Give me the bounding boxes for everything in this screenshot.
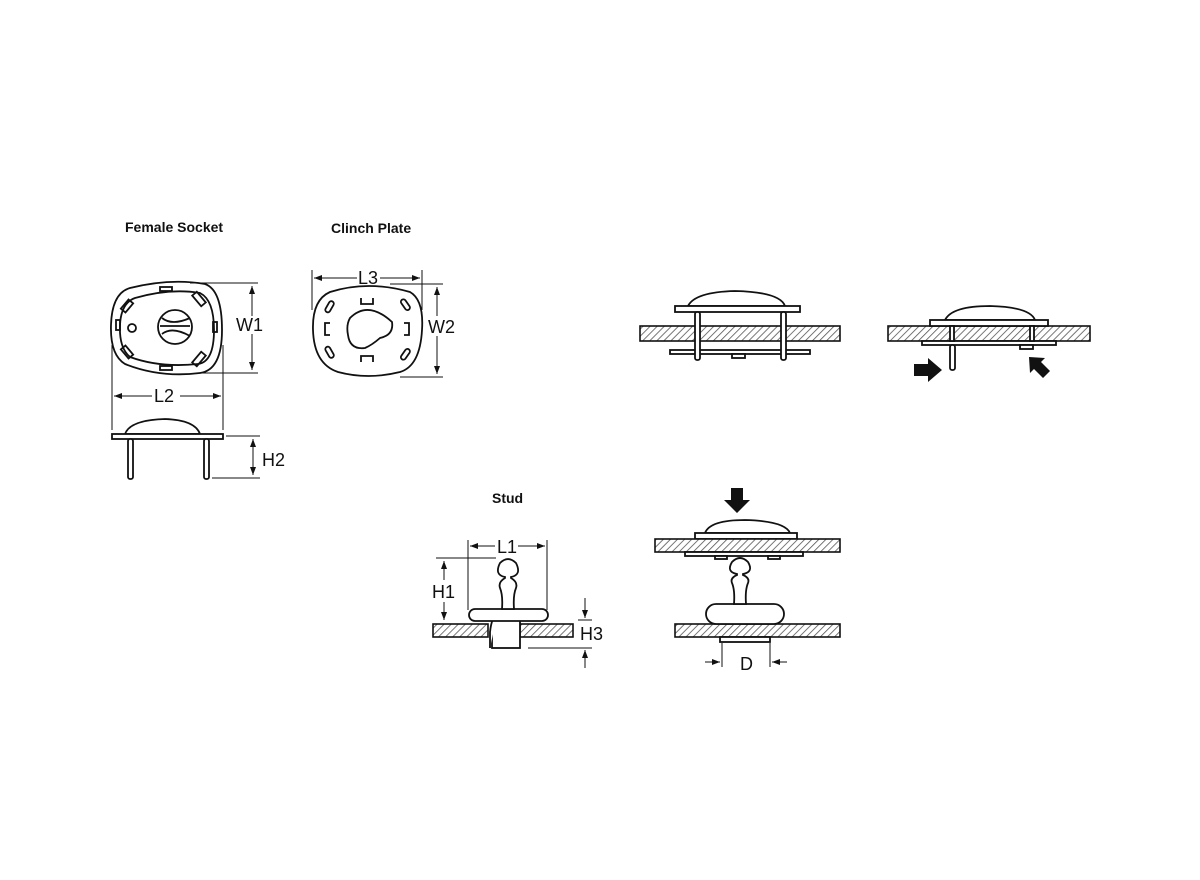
press-down-arrow-icon bbox=[724, 488, 750, 513]
assembly-step-insert-socket bbox=[639, 290, 841, 361]
l3-label: L3 bbox=[358, 268, 378, 288]
push-right-arrow-icon bbox=[914, 358, 942, 382]
female-socket-side-view bbox=[111, 418, 224, 480]
female-socket-title: Female Socket bbox=[125, 219, 223, 235]
l2-dimension: L2 bbox=[111, 345, 224, 430]
clinch-plate-top-view bbox=[312, 285, 424, 377]
w1-dimension: W1 bbox=[190, 282, 263, 374]
h3-label: H3 bbox=[580, 624, 603, 644]
h1-label: H1 bbox=[432, 582, 455, 602]
d-label: D bbox=[740, 654, 753, 674]
w2-label: W2 bbox=[428, 317, 455, 337]
w1-label: W1 bbox=[236, 315, 263, 335]
l1-dimension: L1 bbox=[467, 537, 548, 610]
l2-label: L2 bbox=[154, 386, 174, 406]
h1-dimension: H1 bbox=[432, 557, 496, 620]
assembly-step-clinch bbox=[887, 305, 1091, 382]
clinch-plate-title: Clinch Plate bbox=[331, 220, 411, 236]
assembly-step-snap bbox=[654, 488, 841, 643]
stud-side-view bbox=[432, 558, 574, 649]
stud-title: Stud bbox=[492, 490, 523, 506]
push-diagonal-arrow-icon bbox=[1029, 357, 1050, 378]
l3-dimension: L3 bbox=[311, 268, 423, 310]
d-dimension: D bbox=[705, 643, 787, 674]
w2-dimension: W2 bbox=[390, 283, 455, 378]
h2-label: H2 bbox=[262, 450, 285, 470]
h3-dimension: H3 bbox=[528, 598, 603, 668]
h2-dimension: H2 bbox=[212, 435, 285, 479]
l1-label: L1 bbox=[497, 537, 517, 557]
female-socket-top-view bbox=[110, 280, 223, 376]
